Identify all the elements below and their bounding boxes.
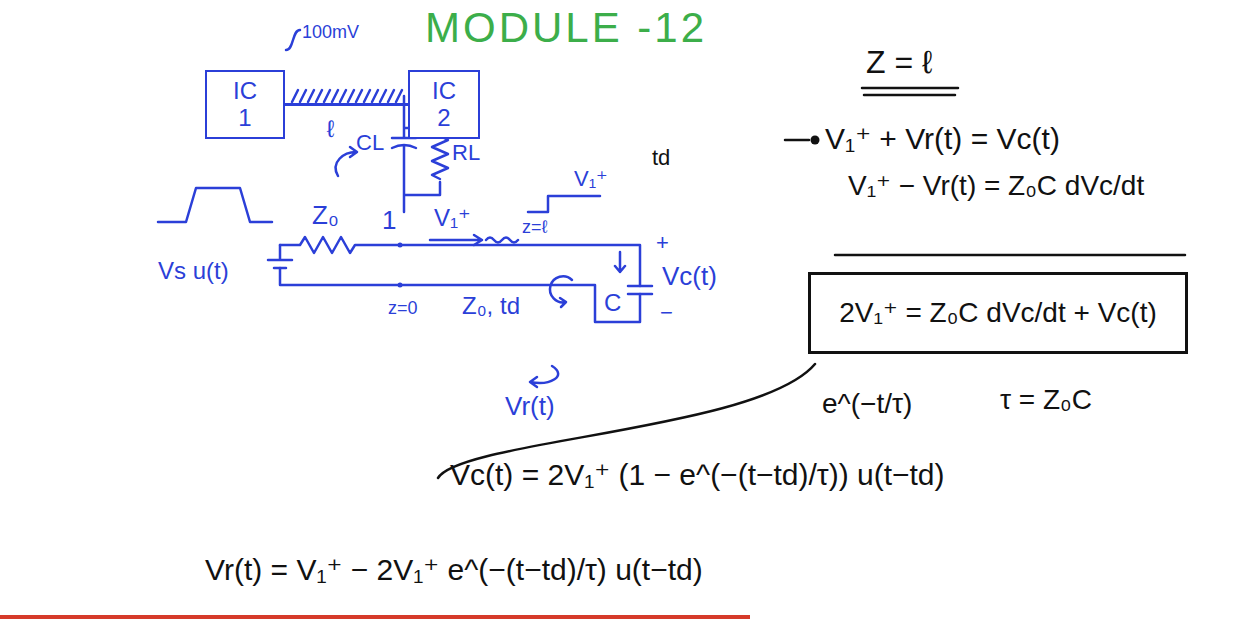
reflection-arrow xyxy=(530,366,558,387)
position-label: z=ℓ xyxy=(522,217,547,238)
signal-name: Vr(t) xyxy=(505,392,555,422)
pointer-dot xyxy=(811,136,820,145)
voltage-label: Vc(t) xyxy=(662,262,717,292)
component-name: CL xyxy=(356,130,384,155)
pulse-glyph xyxy=(286,30,300,50)
polarity-sign: + xyxy=(656,230,669,255)
reflection-loop xyxy=(550,276,572,307)
blue-sketch xyxy=(158,30,652,387)
line-hatching xyxy=(292,90,402,102)
step-glyph xyxy=(528,196,600,212)
equation: Vr(t) = V₁⁺ − 2V₁⁺ e^(−(t−td)/τ) u(t−td) xyxy=(205,553,703,588)
wave-label: V₁⁺ xyxy=(574,166,608,191)
pointer-arrow xyxy=(785,139,809,142)
equation-box: 2V₁⁺ = Z₀C dVc/dt + Vc(t) xyxy=(808,272,1188,354)
position-label: z=0 xyxy=(388,298,418,319)
title: MODULE -12 xyxy=(425,4,707,52)
equation: e^(−t/τ) xyxy=(822,388,912,420)
line-label: ℓ xyxy=(325,115,337,143)
equation: Vc(t) = 2V₁⁺ (1 − e^(−(t−td)/τ)) u(t−td) xyxy=(450,458,945,493)
equation: V₁⁺ + Vr(t) = Vc(t) xyxy=(825,122,1060,157)
polarity-sign: − xyxy=(660,300,673,325)
component-name: C xyxy=(604,289,621,317)
rise-time: 100mV xyxy=(302,22,359,43)
box-text: 2V₁⁺ = Z₀C dVc/dt + Vc(t) xyxy=(839,298,1157,329)
box-text: IC 2 xyxy=(432,78,456,131)
wave-arrow xyxy=(430,235,482,245)
pulse-waveform xyxy=(158,188,272,222)
delay-note: td xyxy=(652,145,670,170)
chip-box: IC 1 xyxy=(205,70,285,139)
callout-curl xyxy=(336,147,357,176)
component-name: RL xyxy=(452,140,480,165)
source-label: Vs u(t) xyxy=(158,257,229,285)
equation: τ = Z₀C xyxy=(1000,384,1092,416)
node-dot xyxy=(398,283,403,288)
wave-label: V₁⁺ xyxy=(434,204,471,232)
resistor-symbol xyxy=(432,136,448,179)
position-note: Z = ℓ xyxy=(866,44,932,81)
squiggle xyxy=(486,238,518,243)
impedance-label: Z₀ xyxy=(312,201,339,231)
underline xyxy=(862,88,958,95)
box-text: IC 1 xyxy=(233,78,257,131)
line-parameters: Z₀, td xyxy=(462,292,520,320)
callout-number: 1 xyxy=(382,206,396,236)
current-arrow xyxy=(615,252,625,272)
progress-bar xyxy=(0,615,750,619)
node-dot xyxy=(398,243,403,248)
top-conductor xyxy=(280,237,640,286)
equation: V₁⁺ − Vr(t) = Z₀C dVc/dt xyxy=(848,170,1144,202)
bottom-conductor xyxy=(280,268,640,322)
chip-box: IC 2 xyxy=(408,70,480,139)
separator-rule xyxy=(835,254,1185,257)
transmission-line xyxy=(285,103,408,106)
source-symbol xyxy=(268,245,292,268)
